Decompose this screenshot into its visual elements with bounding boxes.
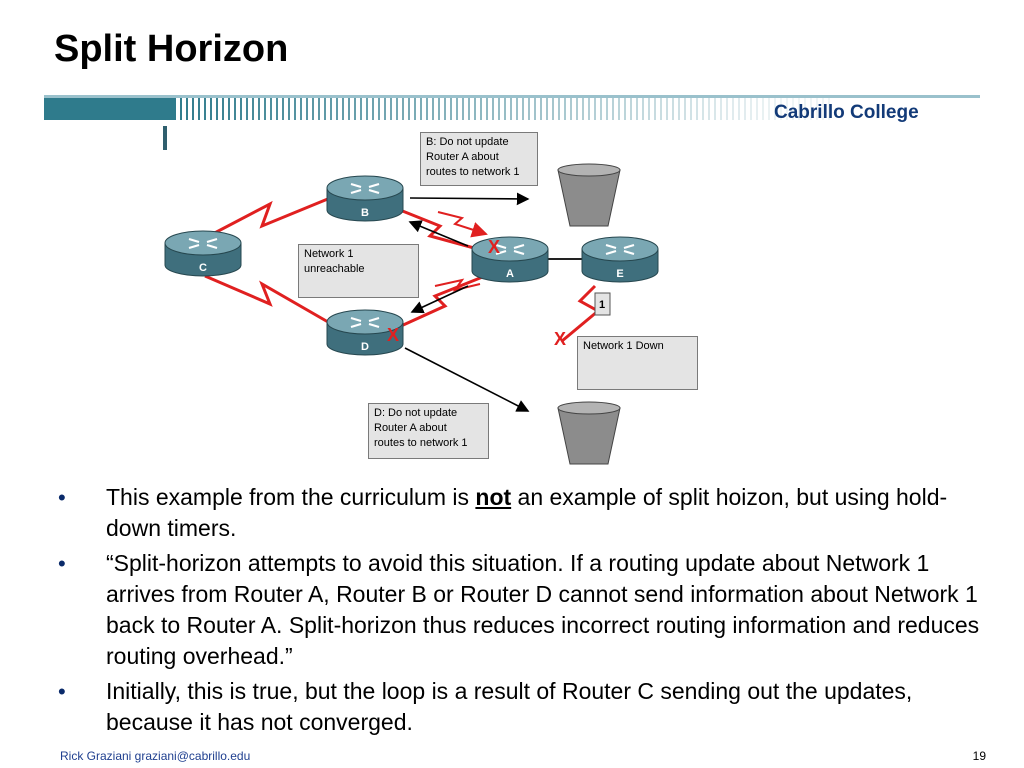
- router-label: A: [506, 268, 514, 280]
- router-b: B: [326, 175, 404, 222]
- footer-author: Rick Graziani graziani@cabrillo.edu: [60, 749, 251, 763]
- x-mark: X: [488, 237, 500, 257]
- emphasis-not: not: [475, 484, 512, 510]
- header-banner: [44, 95, 980, 120]
- bullet-marker: •: [58, 679, 66, 704]
- college-name: Cabrillo College: [774, 102, 919, 123]
- router-e: E: [581, 236, 659, 283]
- router-d: D: [326, 309, 404, 356]
- network-tag: [594, 292, 611, 316]
- router-c: C: [164, 230, 242, 277]
- edge-marker: [163, 126, 167, 150]
- network-bucket: [557, 163, 621, 227]
- bullet-item: • This example from the curriculum is no…: [58, 484, 948, 541]
- bullet-item: • Initially, this is true, but the loop …: [58, 678, 913, 735]
- router-label: B: [361, 207, 369, 219]
- network-tag-label: 1: [599, 299, 605, 311]
- router-label: C: [199, 262, 207, 274]
- bullet-marker: •: [58, 485, 66, 510]
- router-a: A: [471, 236, 549, 283]
- router-label: D: [361, 341, 369, 353]
- slide-title: Split Horizon: [54, 28, 289, 70]
- bullet-list: • This example from the curriculum is no…: [58, 482, 998, 742]
- bullet-item: • “Split-horizon attempts to avoid this …: [58, 550, 980, 669]
- page-number: 19: [972, 749, 986, 763]
- network-bucket: [557, 401, 621, 465]
- serial-links: [204, 194, 601, 343]
- network-diagram: B C A E D X X X 1: [163, 126, 659, 465]
- x-mark: X: [387, 325, 399, 345]
- router-label: E: [616, 268, 623, 280]
- bullet-marker: •: [58, 551, 66, 576]
- direction-arrows: [404, 192, 530, 412]
- x-mark: X: [554, 329, 566, 349]
- note-network-down: Network 1 Down: [577, 336, 698, 390]
